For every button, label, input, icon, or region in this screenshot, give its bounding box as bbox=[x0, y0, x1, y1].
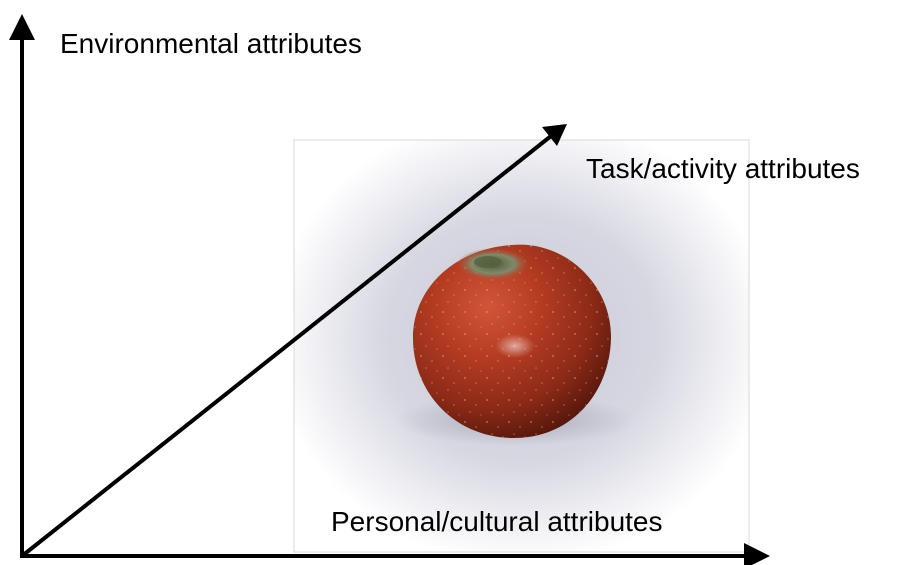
task-activity-axis-label: Task/activity attributes bbox=[586, 153, 860, 184]
environmental-axis-label: Environmental attributes bbox=[60, 28, 362, 59]
axes bbox=[9, 14, 770, 565]
vertical-arrowhead-icon bbox=[9, 14, 35, 40]
personal-cultural-axis-label: Personal/cultural attributes bbox=[331, 506, 663, 537]
apple bbox=[412, 244, 612, 438]
apple-photo bbox=[293, 139, 750, 553]
diagonal-arrowhead-icon bbox=[542, 124, 567, 146]
diagonal-axis bbox=[20, 134, 553, 558]
apple-highlight bbox=[495, 334, 535, 358]
horizontal-arrowhead-icon bbox=[744, 543, 770, 565]
